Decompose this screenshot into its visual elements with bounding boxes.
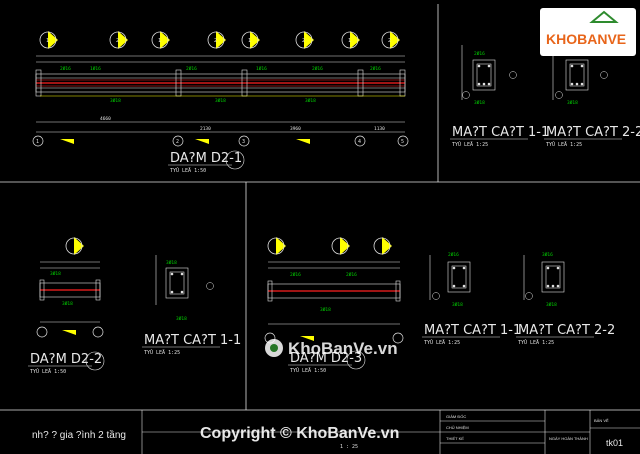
- svg-text:3Ø18: 3Ø18: [215, 97, 226, 104]
- title-block-cell: THIẾT KẾ: [446, 436, 464, 441]
- axis-label: 5: [401, 139, 404, 145]
- drawing-scale: TYÛ LEÄ 1:50: [30, 368, 66, 375]
- beam-d2-1: 1 2 1 2 1: [32, 31, 409, 174]
- beam-d2-2: 3Ø18 3Ø18 DA?M D2-2 TYÛ LEÄ 1:50: [28, 237, 105, 375]
- svg-text:2Ø16: 2Ø16: [448, 251, 459, 258]
- svg-text:2Ø16: 2Ø16: [290, 271, 301, 278]
- project-title: nh? ? gia ?ình 2 tầng: [32, 429, 126, 441]
- bubble-label: 1: [248, 38, 251, 44]
- drawing-scale: TYÛ LEÄ 1:50: [170, 167, 206, 174]
- section-title: MA?T CA?T 1-1: [452, 125, 549, 140]
- title-block: nh? ? gia ?ình 2 tầng 1 : 25 GIÁM ĐỐC CH…: [32, 410, 640, 454]
- copyright-text: Copyright © KhoBanVe.vn: [200, 425, 399, 442]
- section-scale: TYÛ LEÄ 1:25: [144, 349, 180, 356]
- watermark-center: KhoBanVe.vn: [265, 339, 398, 358]
- section-scale: TYÛ LEÄ 1:25: [452, 141, 488, 148]
- bubble-label: 1: [158, 38, 161, 44]
- svg-text:3Ø18: 3Ø18: [474, 99, 485, 106]
- dim-label: 3960: [290, 126, 301, 132]
- section-bubble-row: 1 2 1 2 1: [39, 31, 400, 49]
- sheet-frame: [0, 4, 640, 411]
- sheet-number: tk01: [606, 438, 623, 448]
- dim-label: 1130: [374, 126, 385, 132]
- title-block-cell: BẢN VẼ: [594, 418, 609, 423]
- watermark-bottom: Copyright © KhoBanVe.vn: [200, 425, 399, 442]
- svg-text:2Ø16: 2Ø16: [60, 65, 71, 72]
- title-block-cell: CHỦ NHIỆM: [446, 425, 469, 430]
- svg-text:3Ø18: 3Ø18: [176, 315, 187, 322]
- svg-text:2Ø16: 2Ø16: [370, 65, 381, 72]
- axis-label: 1: [36, 139, 39, 145]
- bubble-label: 1: [46, 38, 49, 44]
- svg-text:3Ø18: 3Ø18: [546, 301, 557, 308]
- section-title: MA?T CA?T 1-1: [144, 333, 241, 348]
- beam-d2-3: 2Ø16 2Ø16 3Ø18 DA?M D2-3 TYÛ LEÄ 1:50: [264, 237, 404, 374]
- drawing-title: DA?M D2-1: [170, 151, 242, 166]
- svg-text:3Ø18: 3Ø18: [110, 97, 121, 104]
- section-scale: TYÛ LEÄ 1:25: [546, 141, 582, 148]
- section-1-1-mid: 3Ø18 3Ø18 MA?T CA?T 1-1 TYÛ LEÄ 1:25: [142, 255, 241, 356]
- svg-text:3Ø18: 3Ø18: [452, 301, 463, 308]
- section-title: MA?T CA?T 2-2: [546, 125, 640, 140]
- dim-label: 2130: [200, 126, 211, 132]
- title-block-scale: 1 : 25: [340, 444, 358, 450]
- drawing-title: DA?M D2-3: [290, 351, 362, 366]
- title-block-cell: GIÁM ĐỐC: [446, 414, 466, 419]
- svg-text:2Ø16: 2Ø16: [312, 65, 323, 72]
- title-block-cell: NGÀY HOÀN THÀNH: [549, 436, 588, 441]
- section-title: MA?T CA?T 2-2: [518, 323, 615, 338]
- svg-text:2Ø16: 2Ø16: [186, 65, 197, 72]
- section-2-2-right: 3Ø16 3Ø18 MA?T CA?T 2-2 TYÛ LEÄ 1:25: [516, 251, 615, 346]
- bubble-label: 2: [302, 38, 305, 44]
- axis-label: 3: [242, 139, 245, 145]
- section-scale: TYÛ LEÄ 1:25: [424, 339, 460, 346]
- axis-label: 2: [176, 139, 179, 145]
- bubble-label: 2: [214, 38, 217, 44]
- svg-text:3Ø18: 3Ø18: [320, 306, 331, 313]
- svg-text:3Ø18: 3Ø18: [305, 97, 316, 104]
- khobanve-logo: KHOBANVE: [540, 8, 636, 56]
- section-1-1-top: 2Ø16 3Ø18 MA?T CA?T 1-1 TYÛ LEÄ 1:25: [450, 45, 549, 148]
- section-title: MA?T CA?T 1-1: [424, 323, 521, 338]
- svg-text:1Ø16: 1Ø16: [256, 65, 267, 72]
- svg-text:2Ø16: 2Ø16: [474, 50, 485, 57]
- dim-label: 4660: [100, 116, 111, 122]
- svg-text:3Ø18: 3Ø18: [50, 270, 61, 277]
- bubble-label: 2: [116, 38, 119, 44]
- section-1-1-right: 2Ø16 3Ø18 MA?T CA?T 1-1 TYÛ LEÄ 1:25: [422, 251, 521, 346]
- svg-text:3Ø18: 3Ø18: [166, 259, 177, 266]
- axis-label: 4: [358, 139, 361, 145]
- svg-text:3Ø18: 3Ø18: [567, 99, 578, 106]
- section-scale: TYÛ LEÄ 1:25: [518, 339, 554, 346]
- watermark-site: KhoBanVe.vn: [288, 339, 398, 358]
- drawing-title: DA?M D2-2: [30, 352, 102, 367]
- svg-text:3Ø16: 3Ø16: [542, 251, 553, 258]
- bubble-label: 2: [388, 38, 391, 44]
- svg-text:1Ø16: 1Ø16: [90, 65, 101, 72]
- bubble-label: 1: [348, 38, 351, 44]
- drawing-scale: TYÛ LEÄ 1:50: [290, 367, 326, 374]
- svg-text:2Ø16: 2Ø16: [346, 271, 357, 278]
- logo-text: KHOBANVE: [546, 31, 626, 47]
- svg-text:3Ø18: 3Ø18: [62, 300, 73, 307]
